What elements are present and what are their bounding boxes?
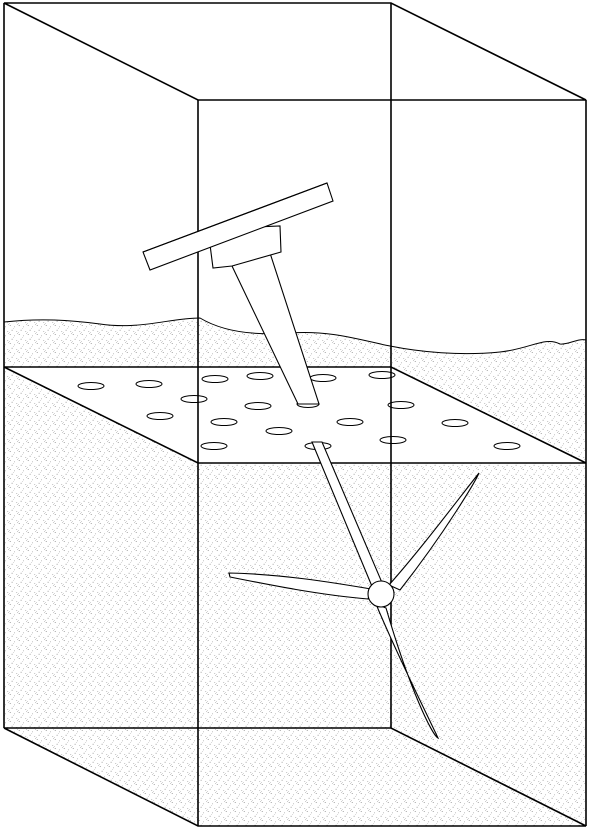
plate-hole xyxy=(245,403,271,410)
plate-hole xyxy=(78,383,104,390)
plate-hole xyxy=(310,375,336,382)
plate-hole xyxy=(247,373,273,380)
plate-hole xyxy=(201,443,227,450)
plate-hole xyxy=(202,376,228,383)
sediment-front-face xyxy=(198,463,586,826)
plate-hole xyxy=(380,437,406,444)
box-top-edge xyxy=(4,3,586,100)
plate-hole xyxy=(211,419,237,426)
plate-hole xyxy=(337,419,363,426)
plate-hole xyxy=(266,428,292,435)
plate-hole xyxy=(147,413,173,420)
plate-hole xyxy=(442,420,468,427)
plate-hole xyxy=(388,402,414,409)
plate-hole xyxy=(181,396,207,403)
plate-hole xyxy=(494,443,520,450)
plate-hole xyxy=(136,381,162,388)
impeller-hub xyxy=(368,581,394,607)
